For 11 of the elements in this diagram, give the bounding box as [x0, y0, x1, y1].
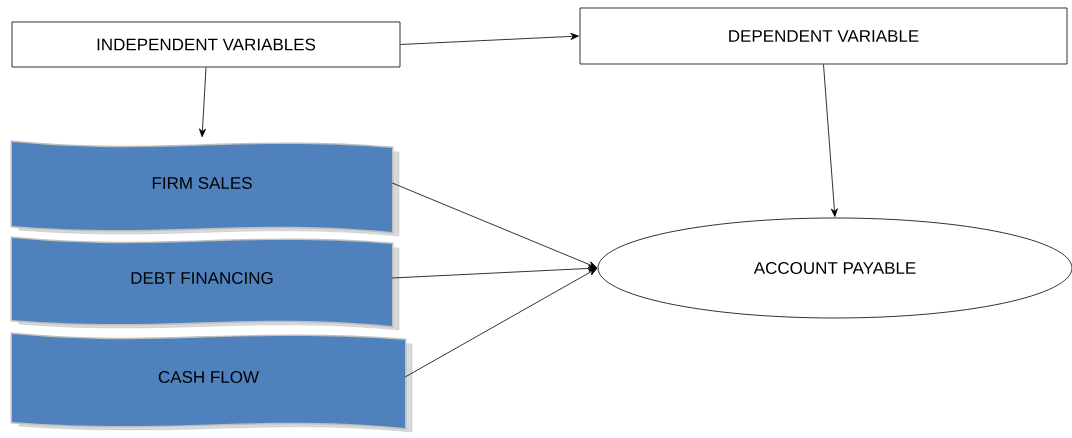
arrow — [199, 67, 207, 138]
wave-banner: CASH FLOW — [10, 332, 413, 433]
process-box: DEPENDENT VARIABLE — [579, 7, 1068, 65]
arrow — [391, 264, 597, 279]
arrow — [391, 182, 597, 268]
wave-banner: DEBT FINANCING — [10, 236, 400, 331]
arrow — [823, 64, 838, 217]
process-box: INDEPENDENT VARIABLES — [11, 21, 401, 68]
arrow — [400, 32, 579, 45]
wave-banner: FIRM SALES — [10, 140, 400, 237]
arrow — [404, 268, 598, 378]
